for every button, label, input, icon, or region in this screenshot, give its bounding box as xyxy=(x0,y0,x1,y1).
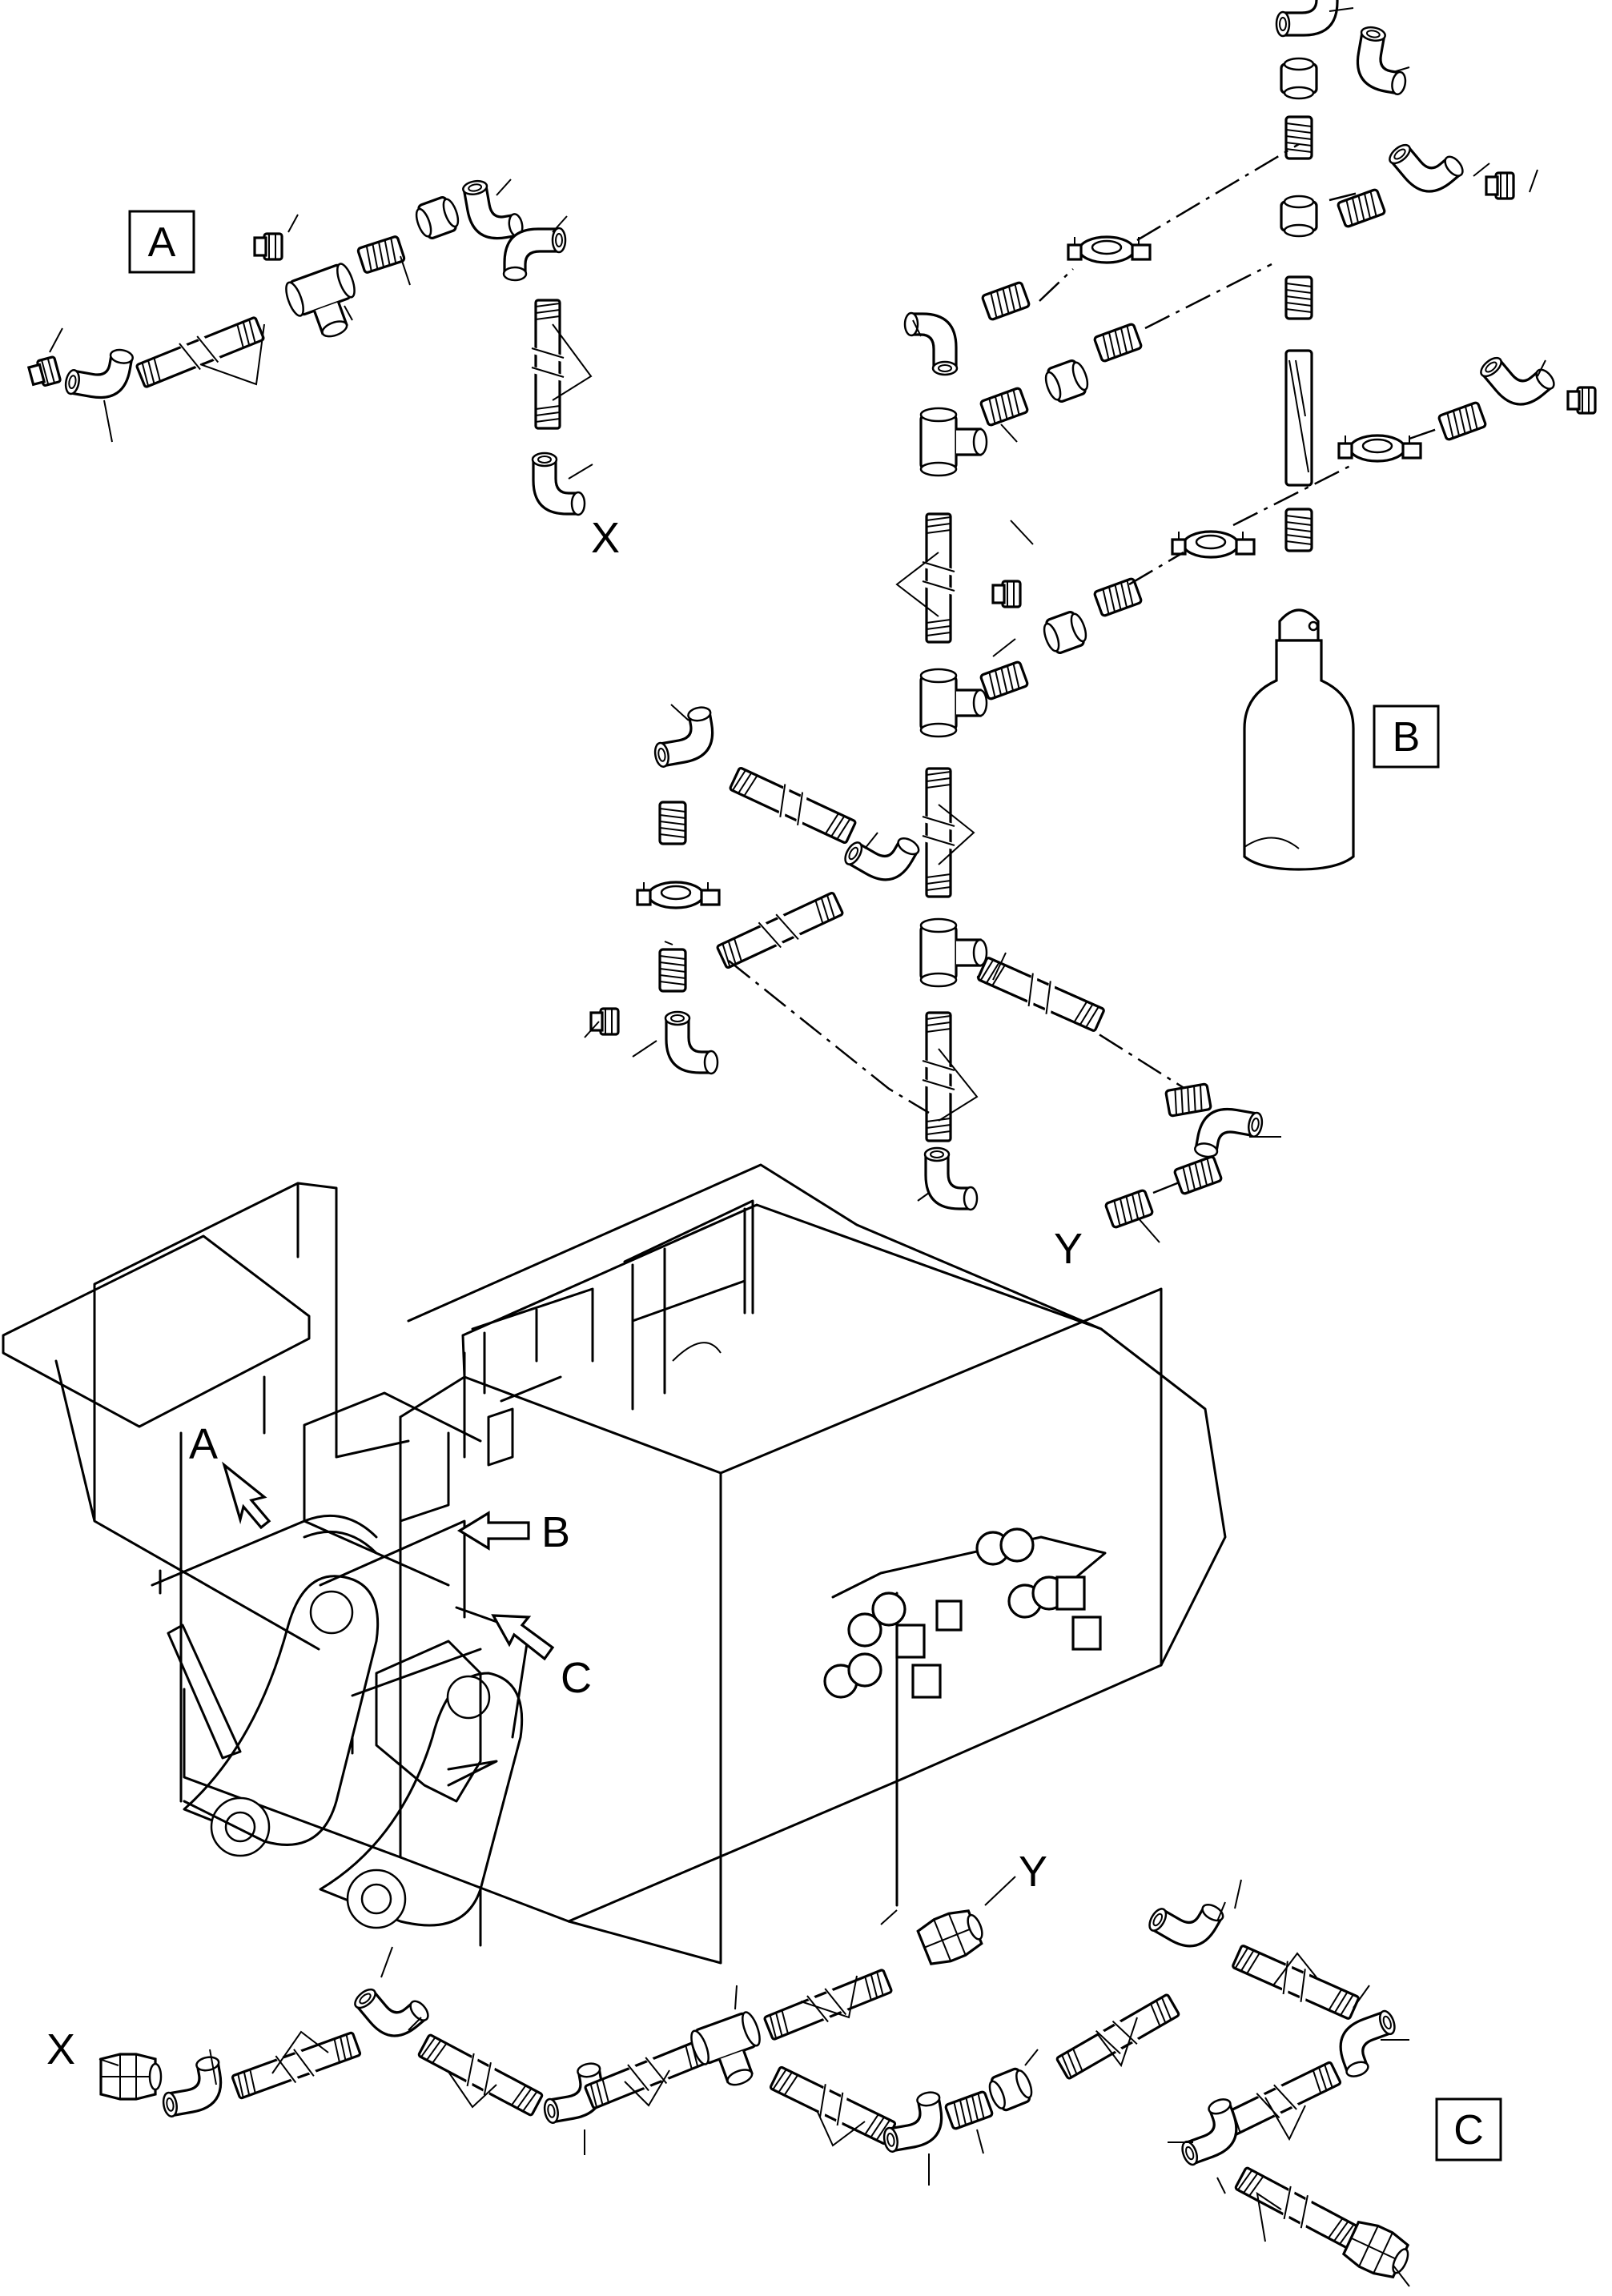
hex-nipple xyxy=(979,386,1030,427)
elbow-fitting xyxy=(155,2054,228,2119)
coupling-fitting xyxy=(983,2064,1038,2115)
hex-nipple xyxy=(1103,1188,1155,1230)
elbow-fitting xyxy=(664,1010,719,1075)
elbow-fitting xyxy=(62,339,135,405)
hex-nipple xyxy=(1284,115,1313,160)
window-frame xyxy=(623,1199,754,1411)
coupling-fitting xyxy=(1039,608,1091,657)
location-arrow-a: A xyxy=(189,1420,271,1530)
location-arrow-a-label: A xyxy=(189,1420,218,1468)
elbow-fitting xyxy=(460,173,525,246)
location-arrow-b-label: B xyxy=(541,1508,570,1556)
plug-fitting xyxy=(589,1007,620,1036)
hex-nipple xyxy=(658,948,687,993)
valve-block xyxy=(823,1527,1107,1699)
pipe-clamp xyxy=(1171,530,1256,559)
hex-nipple xyxy=(1172,1154,1224,1196)
threaded-pipe xyxy=(975,952,1107,1036)
elbow-fitting xyxy=(531,452,586,516)
view-a-assembly: A X xyxy=(26,173,620,562)
plug-fitting xyxy=(991,580,1022,608)
threaded-pipe xyxy=(767,2061,898,2149)
tee-fitting xyxy=(919,917,988,988)
hose-braid-lines xyxy=(1288,359,1309,473)
hex-nipple xyxy=(1284,508,1313,552)
union-fitting xyxy=(915,1903,991,1970)
hex-nipple xyxy=(658,801,687,845)
tee-fitting xyxy=(281,260,370,348)
threaded-pipe xyxy=(921,769,956,897)
connection-point-x-bottom: X xyxy=(46,2025,75,2073)
hex-nipple xyxy=(980,280,1031,322)
elbow-fitting xyxy=(903,311,959,376)
connection-point-x-top: X xyxy=(591,514,620,562)
location-arrow-b: B xyxy=(456,1508,570,1556)
location-arrow-c-label: C xyxy=(561,1654,592,1702)
pipe-clamp xyxy=(636,881,721,909)
elbow-fitting xyxy=(1275,0,1340,38)
machine-body: A B C xyxy=(2,1163,1227,1965)
coupling-fitting xyxy=(411,193,464,243)
threaded-pipe xyxy=(416,2029,545,2121)
window-frame xyxy=(471,1287,594,1395)
elbow-fitting xyxy=(1329,2007,1409,2081)
elbow-fitting xyxy=(502,227,567,282)
view-a-label: A xyxy=(148,219,176,266)
view-c-label-box: C xyxy=(1435,2097,1502,2162)
union-fitting xyxy=(99,2053,163,2101)
elbow-fitting xyxy=(1144,1881,1228,1960)
plug-fitting xyxy=(1485,171,1515,200)
elbow-fitting xyxy=(923,1146,979,1211)
view-b-assembly: B xyxy=(584,0,1597,1273)
elbow-fitting xyxy=(350,1966,433,2050)
hex-nipple xyxy=(1284,275,1313,320)
view-b-label: B xyxy=(1393,714,1421,761)
threaded-pipe xyxy=(530,300,565,428)
connection-point-y-bottom: Y xyxy=(1019,1848,1047,1896)
view-c-assembly: C X Y xyxy=(46,1848,1502,2287)
elbow-fitting xyxy=(1476,335,1559,419)
plug-fitting xyxy=(1566,386,1597,415)
view-b-label-box: B xyxy=(1373,704,1440,769)
threaded-pipe xyxy=(921,514,956,642)
coupling-fitting xyxy=(1280,57,1318,100)
boom-arm xyxy=(319,1672,524,1927)
threaded-pipe xyxy=(1054,1989,1183,2084)
plug-fitting xyxy=(26,355,62,390)
cab-roof xyxy=(2,1234,311,1428)
threaded-pipe xyxy=(727,762,858,848)
hex-nipple xyxy=(943,2089,995,2131)
tee-fitting xyxy=(919,668,988,738)
threaded-pipe xyxy=(921,1013,956,1141)
hex-nipple xyxy=(1336,187,1387,229)
view-c-label: C xyxy=(1453,2107,1484,2154)
elbow-fitting xyxy=(1168,2095,1248,2169)
hex-nipple xyxy=(1092,576,1144,618)
elbow-fitting xyxy=(1192,1102,1265,1167)
coupling-fitting xyxy=(1040,356,1093,406)
connection-point-y-mid: Y xyxy=(1054,1225,1083,1273)
routed-pipe xyxy=(159,1514,378,1595)
elbow-fitting xyxy=(1385,122,1468,206)
threaded-pipe xyxy=(714,887,846,973)
threaded-pipe xyxy=(1232,2162,1362,2254)
hex-nipple xyxy=(356,235,407,275)
hex-nipple xyxy=(1092,322,1144,363)
coupling-fitting xyxy=(1280,195,1318,238)
tee-fitting xyxy=(919,407,988,477)
threaded-pipe xyxy=(1230,1940,1361,2024)
pipe-clamp xyxy=(1337,434,1422,463)
threaded-pipe xyxy=(762,1965,894,2045)
location-arrow-c: C xyxy=(491,1614,592,1702)
gas-cylinder xyxy=(1243,608,1355,871)
hex-nipple xyxy=(979,660,1030,701)
elbow-fitting xyxy=(1350,24,1416,97)
view-a-label-box: A xyxy=(128,210,195,274)
hex-nipple xyxy=(1437,400,1488,442)
plug-fitting xyxy=(253,232,283,261)
tee-fitting xyxy=(686,2009,775,2097)
hex-nipple xyxy=(1164,1082,1212,1118)
